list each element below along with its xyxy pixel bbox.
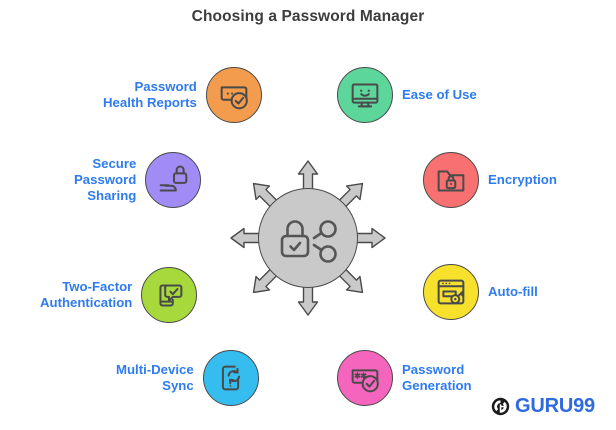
node-label: Encryption <box>488 171 557 187</box>
browser-key-icon <box>423 264 479 320</box>
node-label: Password Generation <box>402 361 472 393</box>
node-label: Auto-fill <box>488 283 538 299</box>
node-multi-device-sync[interactable]: Multi-Device Sync <box>116 350 259 406</box>
node-password-health-reports[interactable]: Password Health Reports <box>103 67 262 123</box>
phone-chat-check-icon <box>141 267 198 323</box>
page-title: Choosing a Password Manager <box>191 8 425 25</box>
node-password-generation[interactable]: Password Generation <box>337 350 472 406</box>
node-label: Password Health Reports <box>103 78 197 110</box>
guru99-logo[interactable]: GURU99 <box>491 396 595 416</box>
node-secure-password-sharing[interactable]: Secure Password Sharing <box>74 152 202 208</box>
node-label: Two-Factor Authentication <box>40 278 133 310</box>
lock-share-arrow-icon <box>145 152 202 208</box>
node-ease-of-use[interactable]: Ease of Use <box>337 67 477 123</box>
node-encryption[interactable]: Encryption <box>423 152 557 208</box>
logo-text: GURU99 <box>515 395 595 417</box>
node-auto-fill[interactable]: Auto-fill <box>423 264 538 320</box>
password-asterisk-check-icon <box>337 350 393 406</box>
node-two-factor-authentication[interactable]: Two-Factor Authentication <box>40 267 198 323</box>
guru99-g-icon <box>491 397 510 415</box>
folder-lock-icon <box>423 152 479 208</box>
monitor-smiley-icon <box>337 67 393 123</box>
node-label: Multi-Device Sync <box>116 361 194 393</box>
password-field-check-icon <box>205 67 262 123</box>
phone-sync-icon <box>202 350 259 406</box>
lock-share-icon <box>280 220 337 263</box>
center-hub <box>228 158 388 318</box>
node-label: Secure Password Sharing <box>74 155 137 204</box>
node-label: Ease of Use <box>402 86 477 102</box>
